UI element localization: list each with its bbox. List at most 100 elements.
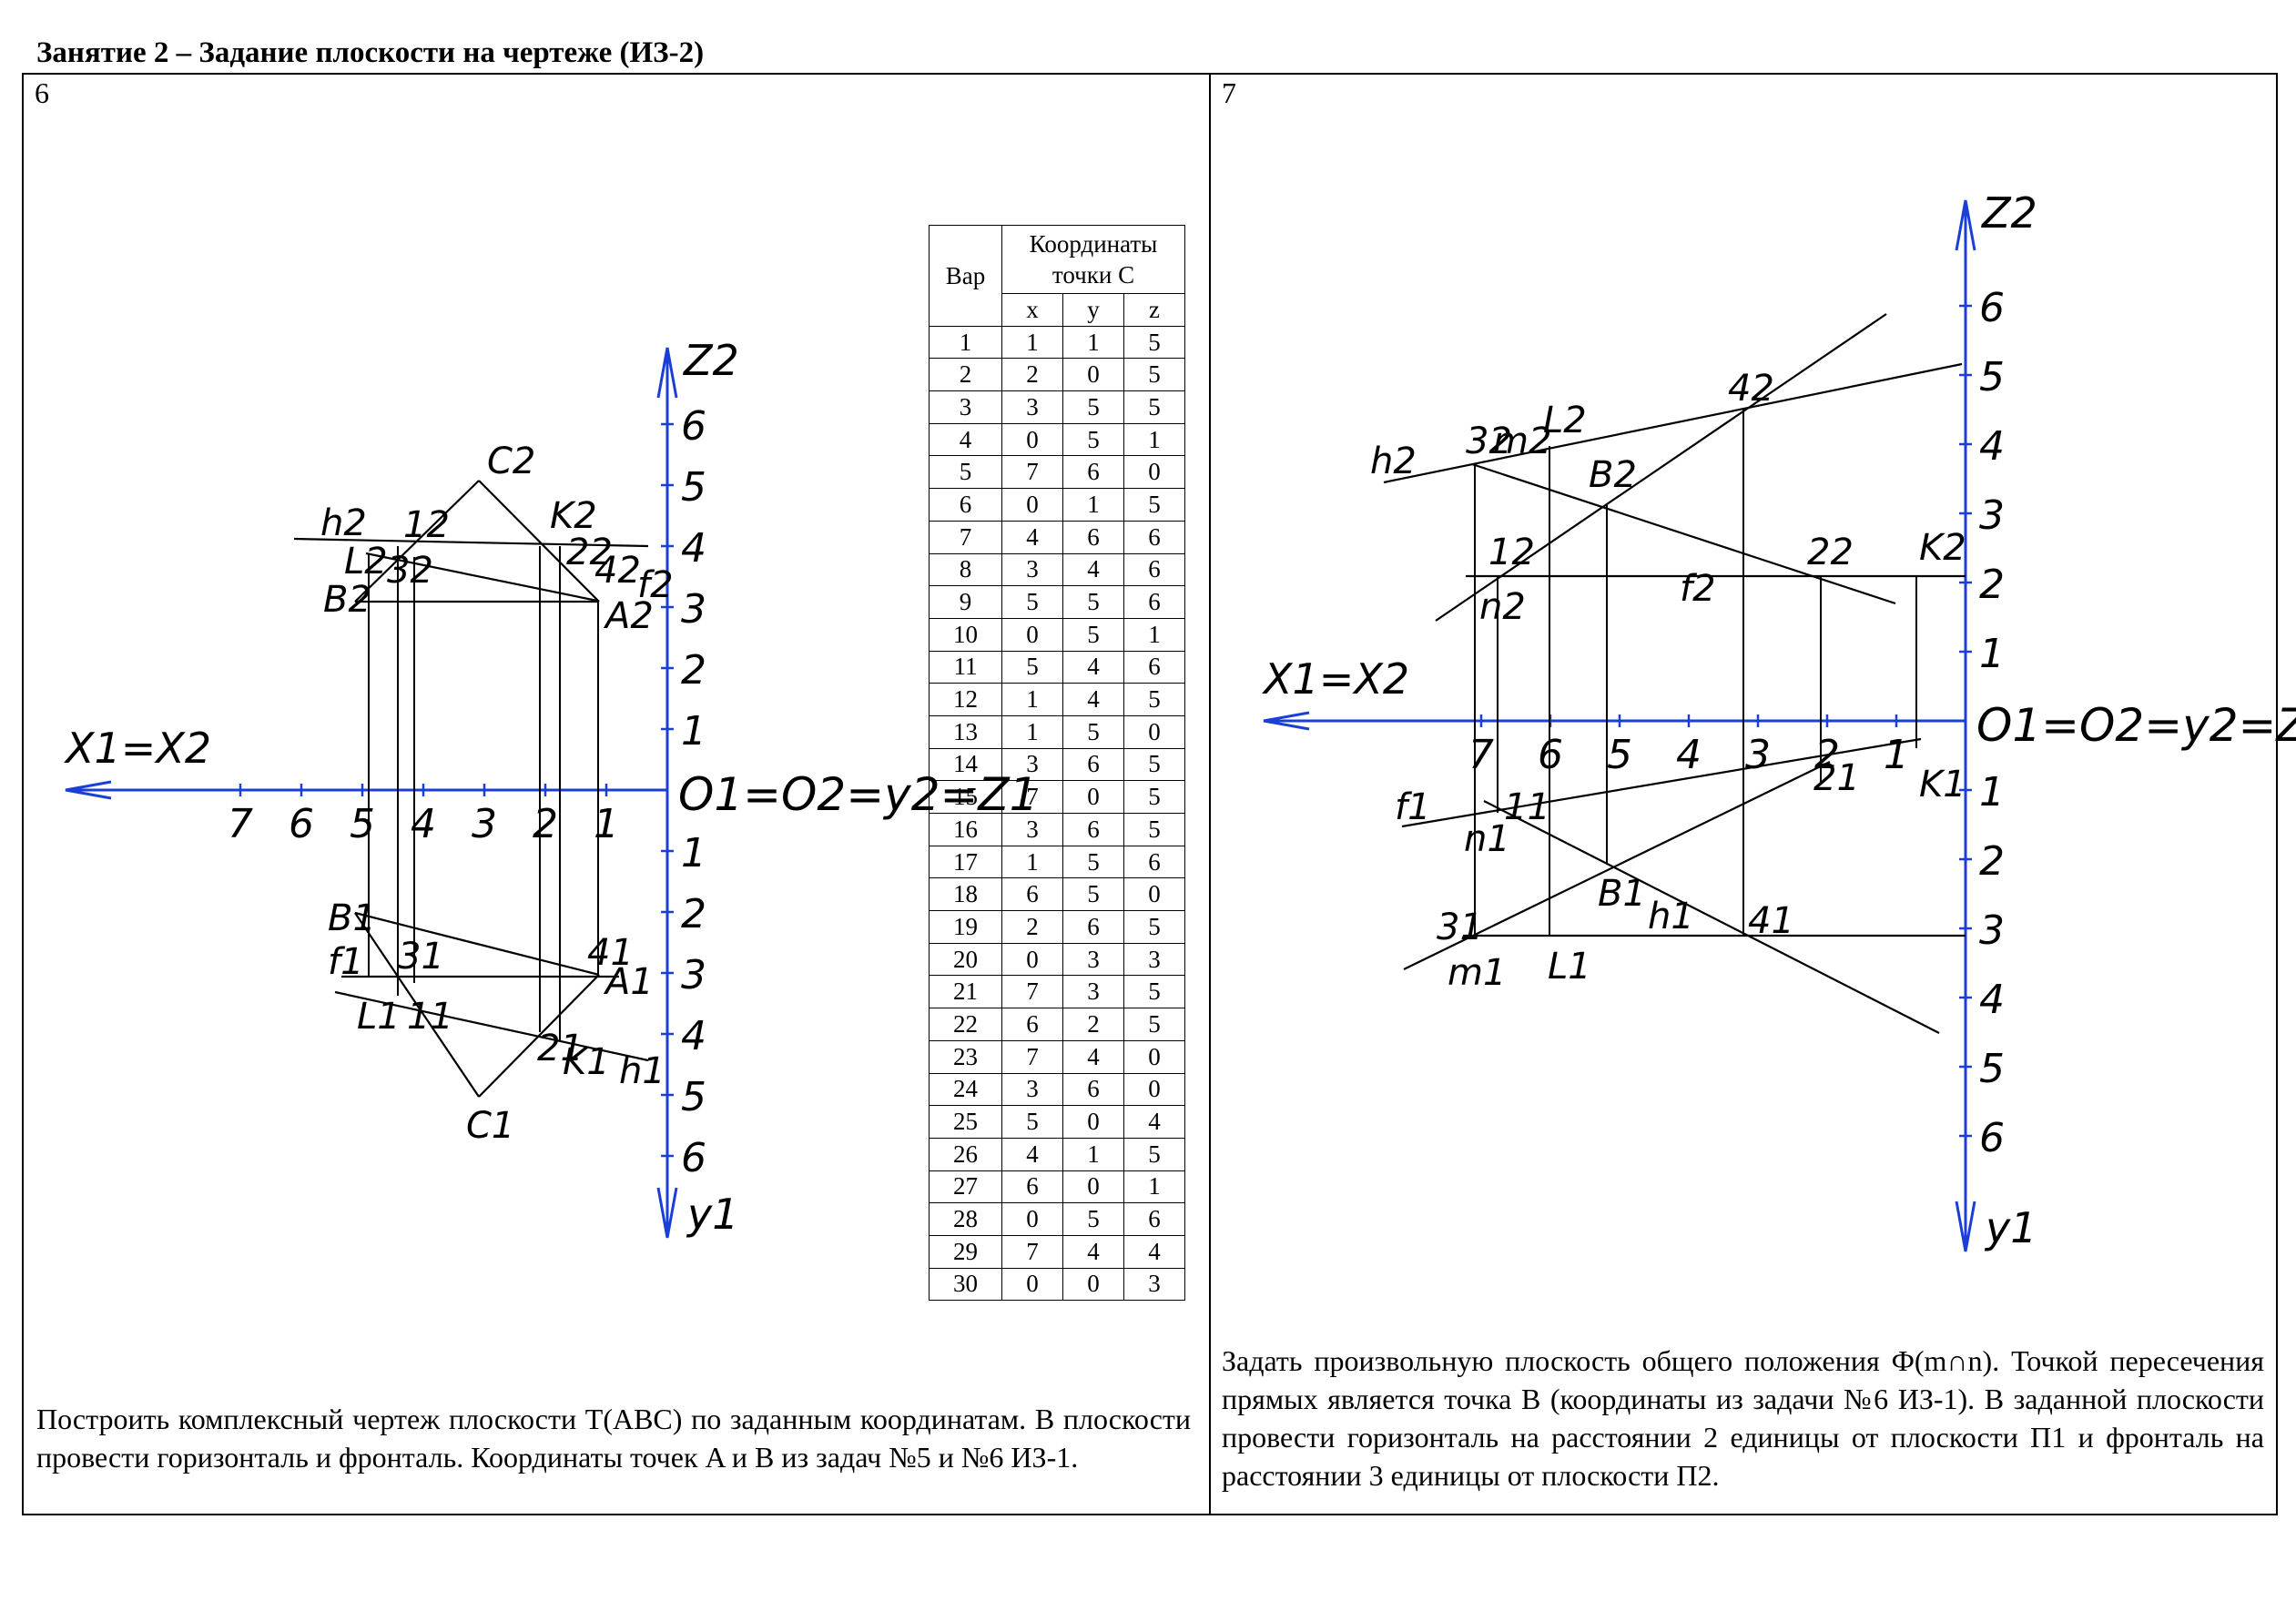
left-point-label: f2: [637, 564, 674, 606]
table-cell: 5: [1062, 422, 1124, 457]
table-cell: 29: [929, 1234, 1002, 1269]
right-x-tick-label: 1: [1884, 732, 1909, 778]
left-y-tick-label: 6: [681, 1135, 706, 1181]
left-point-label: 41: [587, 932, 634, 974]
table-cell: 17: [929, 845, 1002, 879]
left-point-label: A2: [603, 595, 654, 637]
left-x-arrow: [65, 780, 112, 800]
left-y-arrow: [656, 1187, 678, 1239]
table-cell: 5: [1123, 488, 1185, 522]
right-x-tick-label: 3: [1745, 732, 1771, 778]
right-z-arrow: [1955, 199, 1976, 251]
table-cell: 5: [1062, 585, 1124, 619]
left-y-tick-label: 3: [681, 952, 706, 998]
right-point-label: f1: [1395, 786, 1431, 828]
right-point-label: n1: [1464, 818, 1510, 860]
table-cell: 0: [1123, 1039, 1185, 1074]
table-cell: 6: [1123, 585, 1185, 619]
right-y-tick-label: 4: [1979, 977, 2005, 1023]
left-point-label: 12: [403, 504, 450, 546]
table-cell: 6: [1123, 650, 1185, 684]
table-cell: 0: [1062, 1267, 1124, 1302]
right-point-label: 32: [1466, 420, 1512, 462]
right-point-label: 41: [1748, 900, 1794, 942]
table-cell: 3: [1001, 390, 1063, 424]
table-cell: 5: [1123, 1137, 1185, 1171]
left-point-label: L1: [357, 996, 401, 1038]
right-axis-z-label: Z2: [1980, 188, 2037, 238]
table-cell: 3: [1062, 942, 1124, 977]
right-z-tick-label: 3: [1979, 492, 2005, 539]
table-cell: 5: [1123, 813, 1185, 846]
left-y-tick-label: 4: [681, 1013, 706, 1059]
right-point-label: 22: [1807, 532, 1854, 573]
table-cell: 5: [1062, 714, 1124, 749]
left-point-label: C2: [487, 441, 535, 482]
table-cell: 5: [1123, 747, 1185, 782]
table-cell: 5: [1123, 683, 1185, 716]
table-cell: 3: [1001, 747, 1063, 782]
table-cell: 4: [1062, 1234, 1124, 1269]
left-point-label: L2: [344, 541, 388, 583]
left-x-tick-label: 6: [289, 801, 314, 847]
table-cell: 1: [1062, 488, 1124, 522]
left-task-text: Построить комплексный чертеж плоскости T…: [36, 1403, 1191, 1474]
left-axis-y-label: y1: [686, 1190, 739, 1239]
table-cell: 11: [929, 650, 1002, 684]
right-z-tick-label: 6: [1979, 285, 2005, 331]
left-x-tick-label: 5: [350, 801, 375, 847]
table-cell: 5: [1062, 845, 1124, 879]
right-task-number: 7: [1222, 76, 1236, 109]
table-cell: 4: [1062, 683, 1124, 716]
right-point-label: B2: [1589, 454, 1637, 496]
left-point-label: B2: [323, 579, 371, 621]
table-cell: 5: [1123, 325, 1185, 360]
left-y-tick-label: 1: [681, 830, 706, 876]
table-cell: 0: [1001, 942, 1063, 977]
left-point-label: 32: [387, 550, 433, 592]
right-point-label: 21: [1813, 757, 1860, 799]
right-y-arrow: [1955, 1201, 1976, 1252]
right-point-label: h1: [1648, 896, 1694, 937]
right-x-arrow: [1263, 711, 1310, 731]
table-cell: 1: [1001, 714, 1063, 749]
table-cell: 3: [1123, 942, 1185, 977]
table-cell: 4: [1001, 1137, 1063, 1171]
table-cell: 6: [1123, 552, 1185, 587]
right-axis-x-label: X1=X2: [1262, 654, 1409, 704]
table-cell: 3: [929, 390, 1002, 424]
table-cell: 4: [1123, 1234, 1185, 1269]
left-triangle-a1b1: [354, 911, 600, 977]
left-f2-line: [365, 552, 598, 603]
right-point-label: 42: [1728, 368, 1774, 410]
right-task-text: Задать произвольную плоскость общего пол…: [1222, 1344, 2264, 1492]
table-cell: 27: [929, 1170, 1002, 1204]
left-h1-line: [334, 990, 649, 1062]
table-cell: 10: [929, 617, 1002, 652]
left-z-tick-label: 2: [681, 647, 706, 694]
table-cell: 0: [1062, 358, 1124, 392]
left-z-tick-label: 6: [681, 403, 706, 450]
left-h2-line: [293, 537, 649, 548]
left-point-label: 21: [537, 1028, 584, 1069]
right-point-label: 12: [1488, 532, 1535, 573]
right-origin-label: O1=O2=y2=Z1: [1976, 699, 2296, 752]
right-point-label: L1: [1548, 946, 1591, 988]
table-header-coords: Координаты точки C: [1001, 225, 1185, 294]
left-point-label: B1: [328, 897, 376, 939]
table-cell: 1: [1123, 617, 1185, 652]
right-point-label: m2: [1493, 420, 1551, 462]
right-x-tick-label: 5: [1607, 732, 1632, 778]
right-x-tick-label: 4: [1676, 732, 1702, 778]
